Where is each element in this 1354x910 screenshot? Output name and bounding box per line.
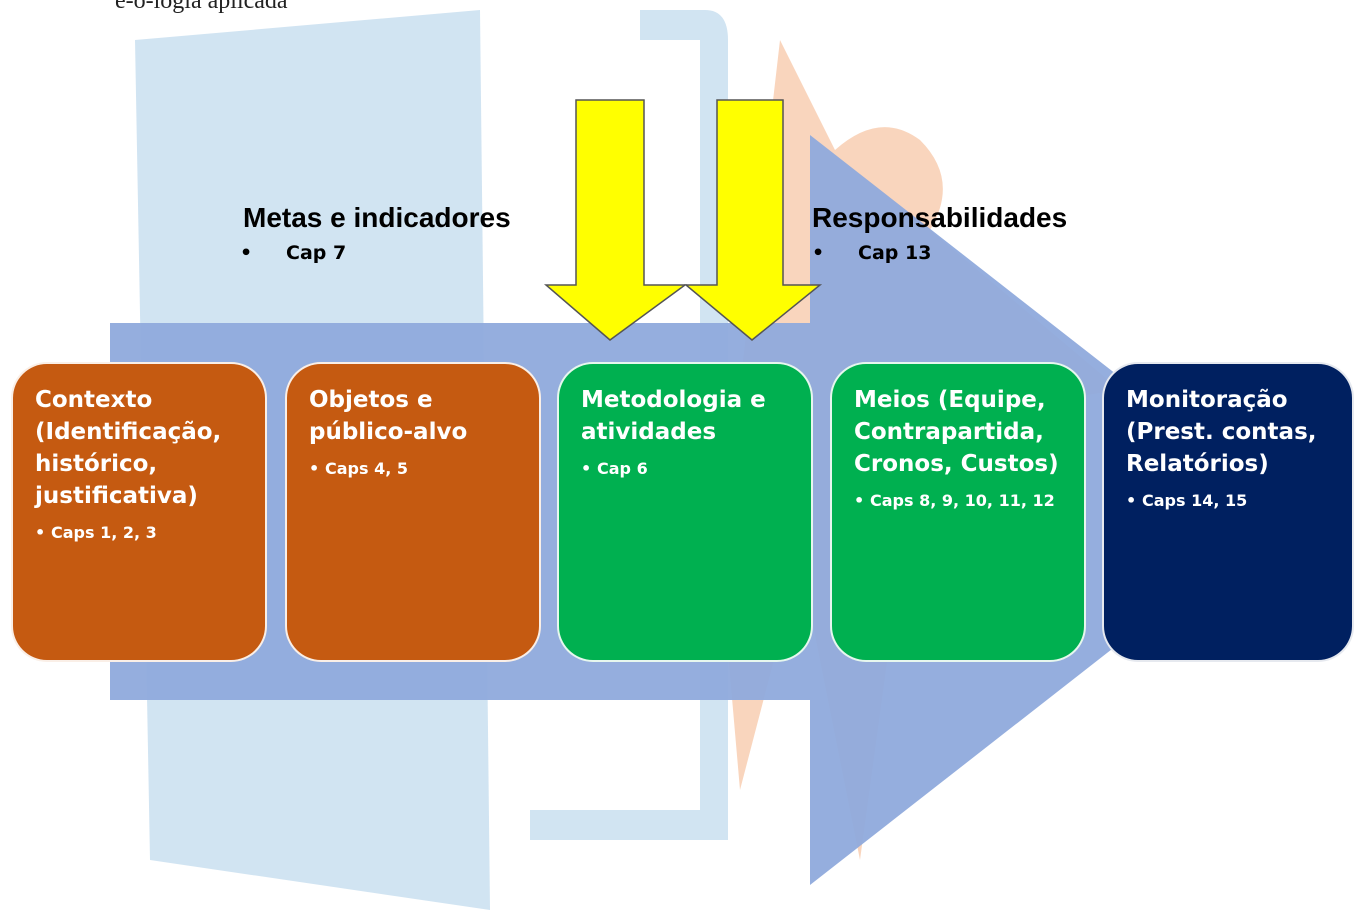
- responsabilidades-bullet: •Cap 13: [812, 242, 932, 264]
- step-title: Meios (Equipe, Contrapartida, Cronos, Cu…: [854, 387, 1059, 477]
- step-box-meios: Meios (Equipe, Contrapartida, Cronos, Cu…: [830, 362, 1086, 662]
- metas-label: Metas e indicadores: [243, 202, 511, 233]
- step-box-objetos: Objetos e público-alvo Caps 4, 5: [285, 362, 541, 662]
- step-chapter-list: Cap 6: [581, 458, 789, 480]
- yellow-down-arrow: [683, 99, 823, 341]
- watermark-frame-shape: [530, 10, 728, 840]
- step-title: Objetos e público-alvo: [309, 387, 468, 445]
- responsabilidades-bullet-text: Cap 13: [858, 242, 932, 264]
- cut-off-heading: e-o-logia aplicada: [115, 0, 288, 14]
- step-box-contexto: Contexto (Identificação, histórico, just…: [11, 362, 267, 662]
- step-title: Metodologia e atividades: [581, 387, 766, 445]
- step-chapter-list: Caps 1, 2, 3: [35, 522, 243, 544]
- step-chapters: Caps 1, 2, 3: [35, 522, 243, 544]
- step-chapter-list: Caps 14, 15: [1126, 490, 1330, 512]
- step-title: Contexto (Identificação, histórico, just…: [35, 387, 222, 509]
- yellow-down-arrow: [543, 99, 688, 341]
- step-chapter-list: Caps 4, 5: [309, 458, 517, 480]
- step-chapters: Caps 4, 5: [309, 458, 517, 480]
- step-chapter-list: Caps 8, 9, 10, 11, 12: [854, 490, 1062, 512]
- step-box-metodologia: Metodologia e atividades Cap 6: [557, 362, 813, 662]
- step-title: Monitoração (Prest. contas, Relatórios): [1126, 387, 1317, 477]
- step-chapters: Caps 8, 9, 10, 11, 12: [854, 490, 1062, 512]
- metas-bullet: •Cap 7: [240, 242, 347, 264]
- step-chapters: Cap 6: [581, 458, 789, 480]
- step-box-monitoracao: Monitoração (Prest. contas, Relatórios) …: [1102, 362, 1354, 662]
- metas-bullet-text: Cap 7: [286, 242, 347, 264]
- step-chapters: Caps 14, 15: [1126, 490, 1330, 512]
- responsabilidades-label: Responsabilidades: [812, 202, 1068, 233]
